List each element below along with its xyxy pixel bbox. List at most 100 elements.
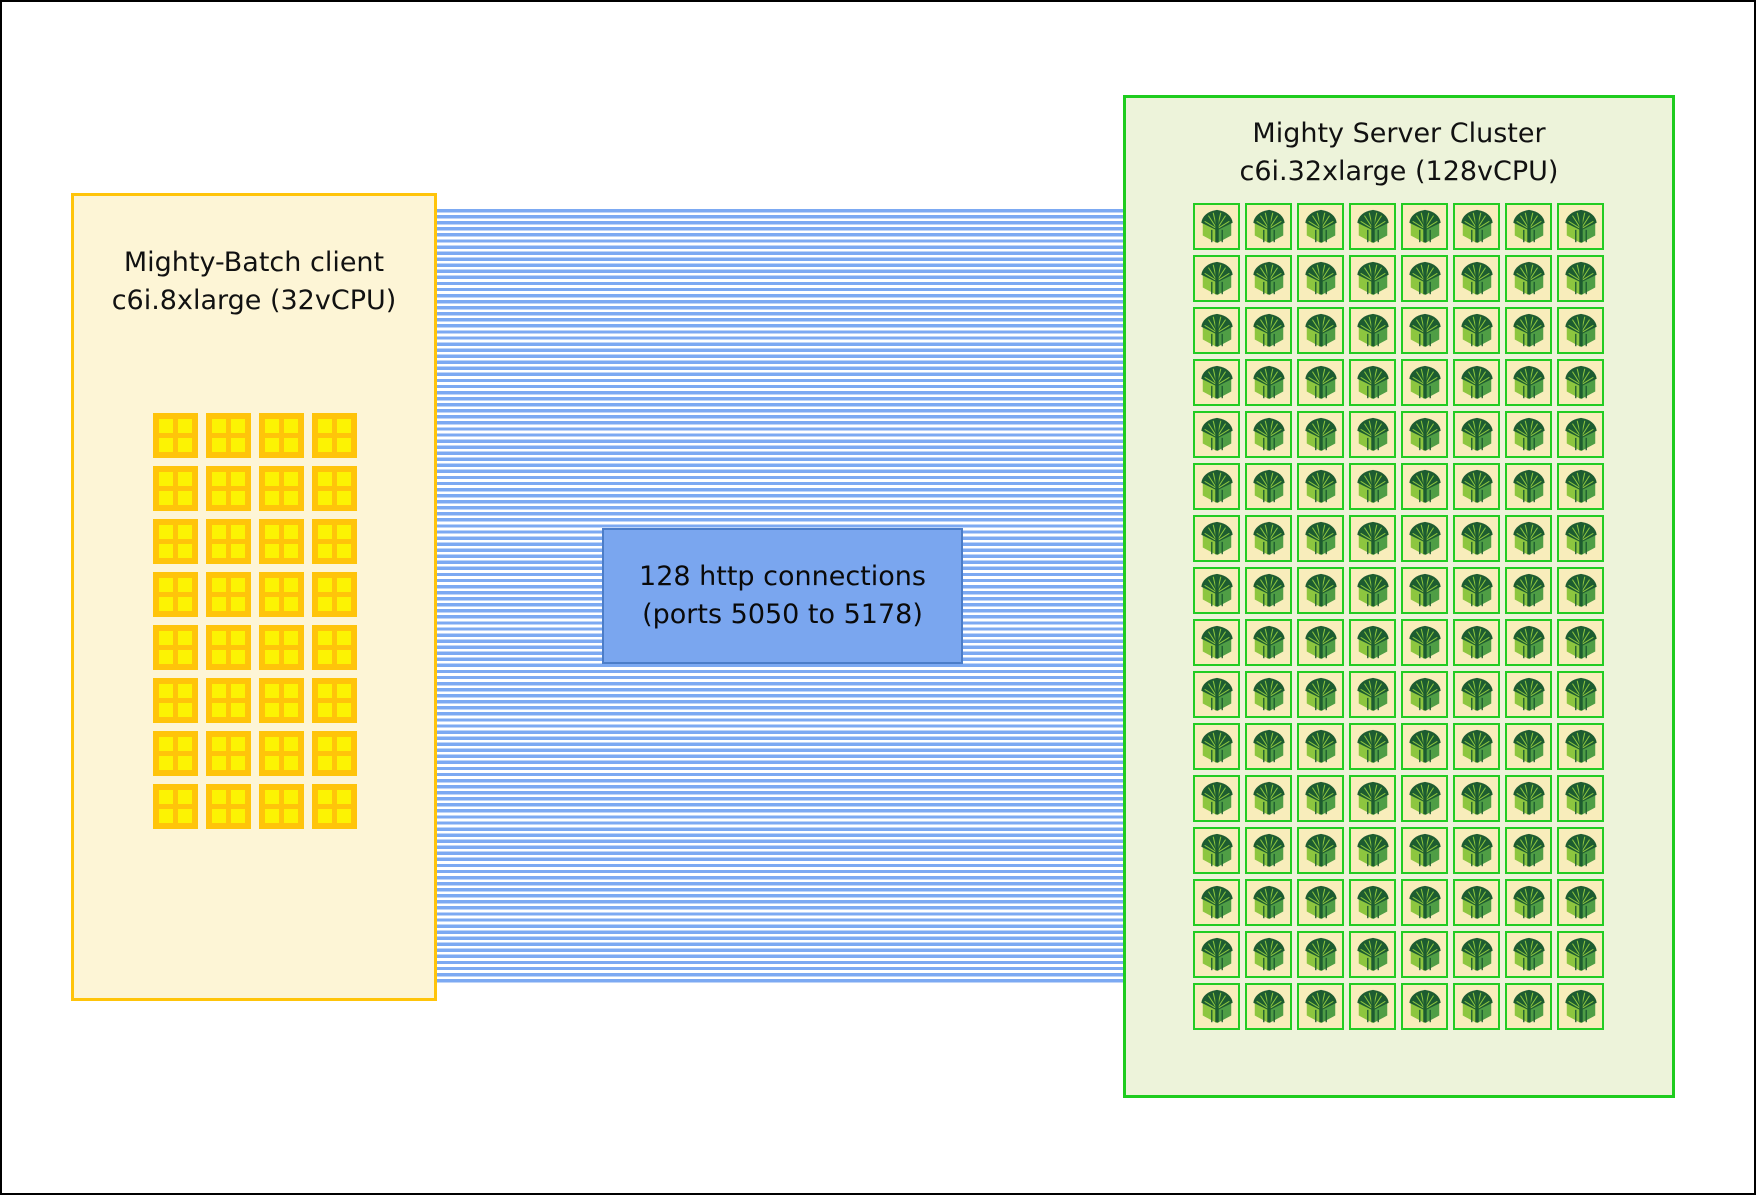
- cpu-icon: [312, 625, 357, 670]
- mighty-server-icon: [1297, 255, 1344, 302]
- mighty-server-icon: [1557, 619, 1604, 666]
- mighty-tree-glyph: [1356, 781, 1389, 815]
- mighty-tree-glyph: [1408, 625, 1441, 659]
- mighty-tree-glyph: [1408, 729, 1441, 763]
- cpu-icon: [206, 519, 251, 564]
- mighty-server-icon: [1453, 567, 1500, 614]
- connections-label-line1: 128 http connections: [639, 561, 926, 592]
- mighty-tree-glyph: [1200, 469, 1233, 503]
- mighty-server-icon: [1557, 359, 1604, 406]
- mighty-tree-glyph: [1408, 313, 1441, 347]
- mighty-server-icon: [1349, 307, 1396, 354]
- mighty-tree-glyph: [1252, 781, 1285, 815]
- mighty-tree-glyph: [1200, 573, 1233, 607]
- mighty-tree-glyph: [1564, 989, 1597, 1023]
- connections-label: 128 http connections (ports 5050 to 5178…: [602, 528, 963, 664]
- mighty-server-icon: [1193, 307, 1240, 354]
- mighty-tree-glyph: [1512, 573, 1545, 607]
- mighty-tree-glyph: [1200, 521, 1233, 555]
- mighty-tree-glyph: [1252, 209, 1285, 243]
- mighty-tree-glyph: [1512, 989, 1545, 1023]
- mighty-tree-glyph: [1408, 573, 1441, 607]
- mighty-server-icon: [1401, 307, 1448, 354]
- mighty-server-icon: [1453, 723, 1500, 770]
- server-title-line2: c6i.32xlarge (128vCPU): [1239, 156, 1559, 187]
- mighty-tree-glyph: [1408, 885, 1441, 919]
- mighty-tree-glyph: [1304, 313, 1337, 347]
- mighty-server-icon: [1349, 619, 1396, 666]
- mighty-tree-glyph: [1460, 677, 1493, 711]
- mighty-server-icon: [1401, 255, 1448, 302]
- mighty-server-icon: [1557, 775, 1604, 822]
- cpu-icon: [259, 572, 304, 617]
- mighty-server-icon: [1349, 931, 1396, 978]
- mighty-server-icon: [1193, 827, 1240, 874]
- mighty-server-icon: [1193, 411, 1240, 458]
- mighty-server-icon: [1401, 723, 1448, 770]
- mighty-tree-glyph: [1356, 261, 1389, 295]
- mighty-tree-glyph: [1460, 261, 1493, 295]
- mighty-tree-glyph: [1408, 365, 1441, 399]
- mighty-server-icon: [1453, 255, 1500, 302]
- mighty-server-icon: [1245, 567, 1292, 614]
- mighty-server-icon: [1557, 931, 1604, 978]
- mighty-tree-glyph: [1512, 469, 1545, 503]
- mighty-tree-glyph: [1460, 625, 1493, 659]
- mighty-tree-glyph: [1252, 625, 1285, 659]
- mighty-server-icon: [1557, 463, 1604, 510]
- mighty-tree-glyph: [1304, 261, 1337, 295]
- mighty-server-icon: [1349, 203, 1396, 250]
- mighty-server-icon: [1505, 255, 1552, 302]
- cpu-icon: [206, 784, 251, 829]
- mighty-server-icon: [1557, 723, 1604, 770]
- mighty-server-icon: [1505, 463, 1552, 510]
- mighty-server-icon: [1193, 723, 1240, 770]
- mighty-server-icon: [1453, 203, 1500, 250]
- mighty-server-icon: [1557, 827, 1604, 874]
- mighty-server-icon: [1349, 671, 1396, 718]
- mighty-tree-glyph: [1200, 781, 1233, 815]
- server-title-line1: Mighty Server Cluster: [1252, 118, 1546, 149]
- mighty-tree-glyph: [1200, 989, 1233, 1023]
- client-box: Mighty-Batch client c6i.8xlarge (32vCPU): [71, 193, 437, 1001]
- mighty-server-icon: [1193, 359, 1240, 406]
- mighty-tree-glyph: [1408, 209, 1441, 243]
- mighty-tree-glyph: [1252, 729, 1285, 763]
- cpu-icon: [259, 784, 304, 829]
- mighty-tree-glyph: [1356, 469, 1389, 503]
- mighty-server-icon: [1453, 463, 1500, 510]
- mighty-tree-glyph: [1512, 365, 1545, 399]
- mighty-tree-glyph: [1512, 885, 1545, 919]
- mighty-server-icon: [1245, 775, 1292, 822]
- mighty-tree-glyph: [1564, 209, 1597, 243]
- mighty-server-icon: [1453, 879, 1500, 926]
- mighty-tree-glyph: [1252, 521, 1285, 555]
- mighty-server-icon: [1557, 879, 1604, 926]
- cpu-icon: [206, 625, 251, 670]
- mighty-tree-glyph: [1564, 625, 1597, 659]
- mighty-server-icon: [1557, 983, 1604, 1030]
- cpu-icon: [206, 466, 251, 511]
- mighty-server-icon: [1557, 203, 1604, 250]
- mighty-server-icon: [1453, 307, 1500, 354]
- mighty-server-icon: [1297, 931, 1344, 978]
- mighty-tree-glyph: [1252, 989, 1285, 1023]
- mighty-tree-glyph: [1564, 261, 1597, 295]
- mighty-server-icon: [1453, 411, 1500, 458]
- mighty-server-icon: [1349, 723, 1396, 770]
- mighty-server-icon: [1401, 515, 1448, 562]
- mighty-server-icon: [1193, 619, 1240, 666]
- cpu-icon: [153, 519, 198, 564]
- mighty-tree-glyph: [1356, 833, 1389, 867]
- mighty-server-icon: [1297, 515, 1344, 562]
- mighty-tree-glyph: [1304, 781, 1337, 815]
- mighty-tree-glyph: [1356, 677, 1389, 711]
- mighty-tree-glyph: [1512, 729, 1545, 763]
- mighty-server-icon: [1401, 827, 1448, 874]
- mighty-server-icon: [1453, 931, 1500, 978]
- mighty-tree-glyph: [1460, 885, 1493, 919]
- mighty-tree-glyph: [1304, 833, 1337, 867]
- mighty-tree-glyph: [1512, 261, 1545, 295]
- cpu-icon: [312, 413, 357, 458]
- mighty-server-icon: [1193, 463, 1240, 510]
